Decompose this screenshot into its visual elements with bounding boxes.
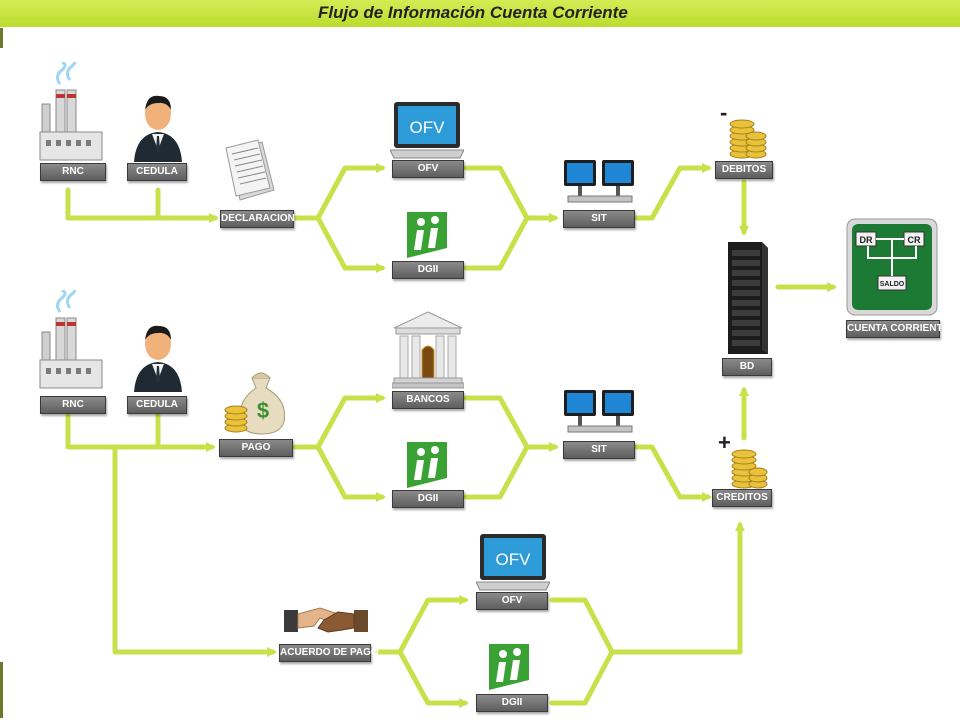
creditos-label: CREDITOS [712,489,772,507]
arrow-pago-bancos [292,393,386,450]
ofv-screen-text: OFV [496,550,532,569]
ofv-screen-text: OFV [410,118,446,137]
debitos-label: DEBITOS [715,161,773,179]
cuenta-corriente-label: CUENTA CORRIENTE [846,320,949,338]
arrow-acuerdo-dgii [397,649,469,708]
factory-icon [38,56,104,167]
svg-text:$: $ [257,398,269,423]
person-icon [130,320,186,397]
cedula-label: CEDULA [127,396,187,414]
coins-icon: + [718,430,768,495]
laptop-icon: OFV [475,532,551,597]
declaracion-label: DECLARACION [220,210,295,228]
sit-label: SIT [563,210,635,228]
bank-icon [391,310,465,395]
factory-icon [38,284,104,395]
pago-label: PAGO [219,439,293,457]
cedula-label: CEDULA [127,163,187,181]
arrow-declaracion-ofv [292,163,386,221]
arrow-dgii-sit [463,215,530,271]
arrow-dgii2-sit [463,444,530,500]
money-bag-icon: $ [222,364,292,441]
person-icon [130,90,186,167]
arrow-rnc1-declaracion [65,187,219,223]
bd-label: BD [722,358,772,376]
arrow-ofv-sit [463,165,559,223]
laptop-icon: OFV [389,100,465,165]
ledger-icon: DR CR SALDO [846,218,938,321]
arrow-merge-creditos [609,521,745,655]
network-computers-icon [562,388,638,441]
coins-icon: - [718,100,768,165]
plus-sign: + [718,432,731,455]
rnc-label: RNC [40,396,106,414]
dgii-label: DGII [392,261,464,279]
left-edge-bar [0,28,3,48]
left-edge-bar-bottom [0,662,3,718]
ofv-label: OFV [476,592,548,610]
bancos-label: BANCOS [392,391,464,409]
dgii-logo-icon [486,640,532,697]
arrow-ofv3-merge [549,597,615,655]
title-bar: Flujo de Información Cuenta Corriente [0,0,960,27]
arrow-declaracion-dgii [315,215,386,273]
minus-sign: - [720,104,727,125]
document-icon [222,138,282,207]
server-icon [722,240,770,361]
sit-label: SIT [563,441,635,459]
arrow-rnc2-acuerdo [112,444,277,657]
rnc-label: RNC [40,163,106,181]
page-title: Flujo de Información Cuenta Corriente [318,3,628,22]
dgii-label: DGII [392,490,464,508]
dr-text: DR [860,235,873,245]
cr-text: CR [908,235,921,245]
arrow-rnc2-pago [65,413,216,452]
arrow-pago-dgii [315,444,386,502]
arrow-sit-debitos [634,163,712,221]
ofv-label: OFV [392,160,464,178]
acuerdo-de-pago-label: ACUERDO DE PAGO [279,644,379,662]
arrow-acuerdo-ofv [375,595,469,655]
arrow-bancos-sit [463,395,559,452]
network-computers-icon [562,158,638,211]
dgii-label: DGII [476,694,548,712]
dgii-logo-icon [404,208,450,265]
arrow-sit2-creditos [634,444,712,502]
dgii-logo-icon [404,438,450,495]
handshake-icon [284,600,368,645]
saldo-text: SALDO [880,281,905,288]
arrow-dgii3-merge [549,649,615,706]
